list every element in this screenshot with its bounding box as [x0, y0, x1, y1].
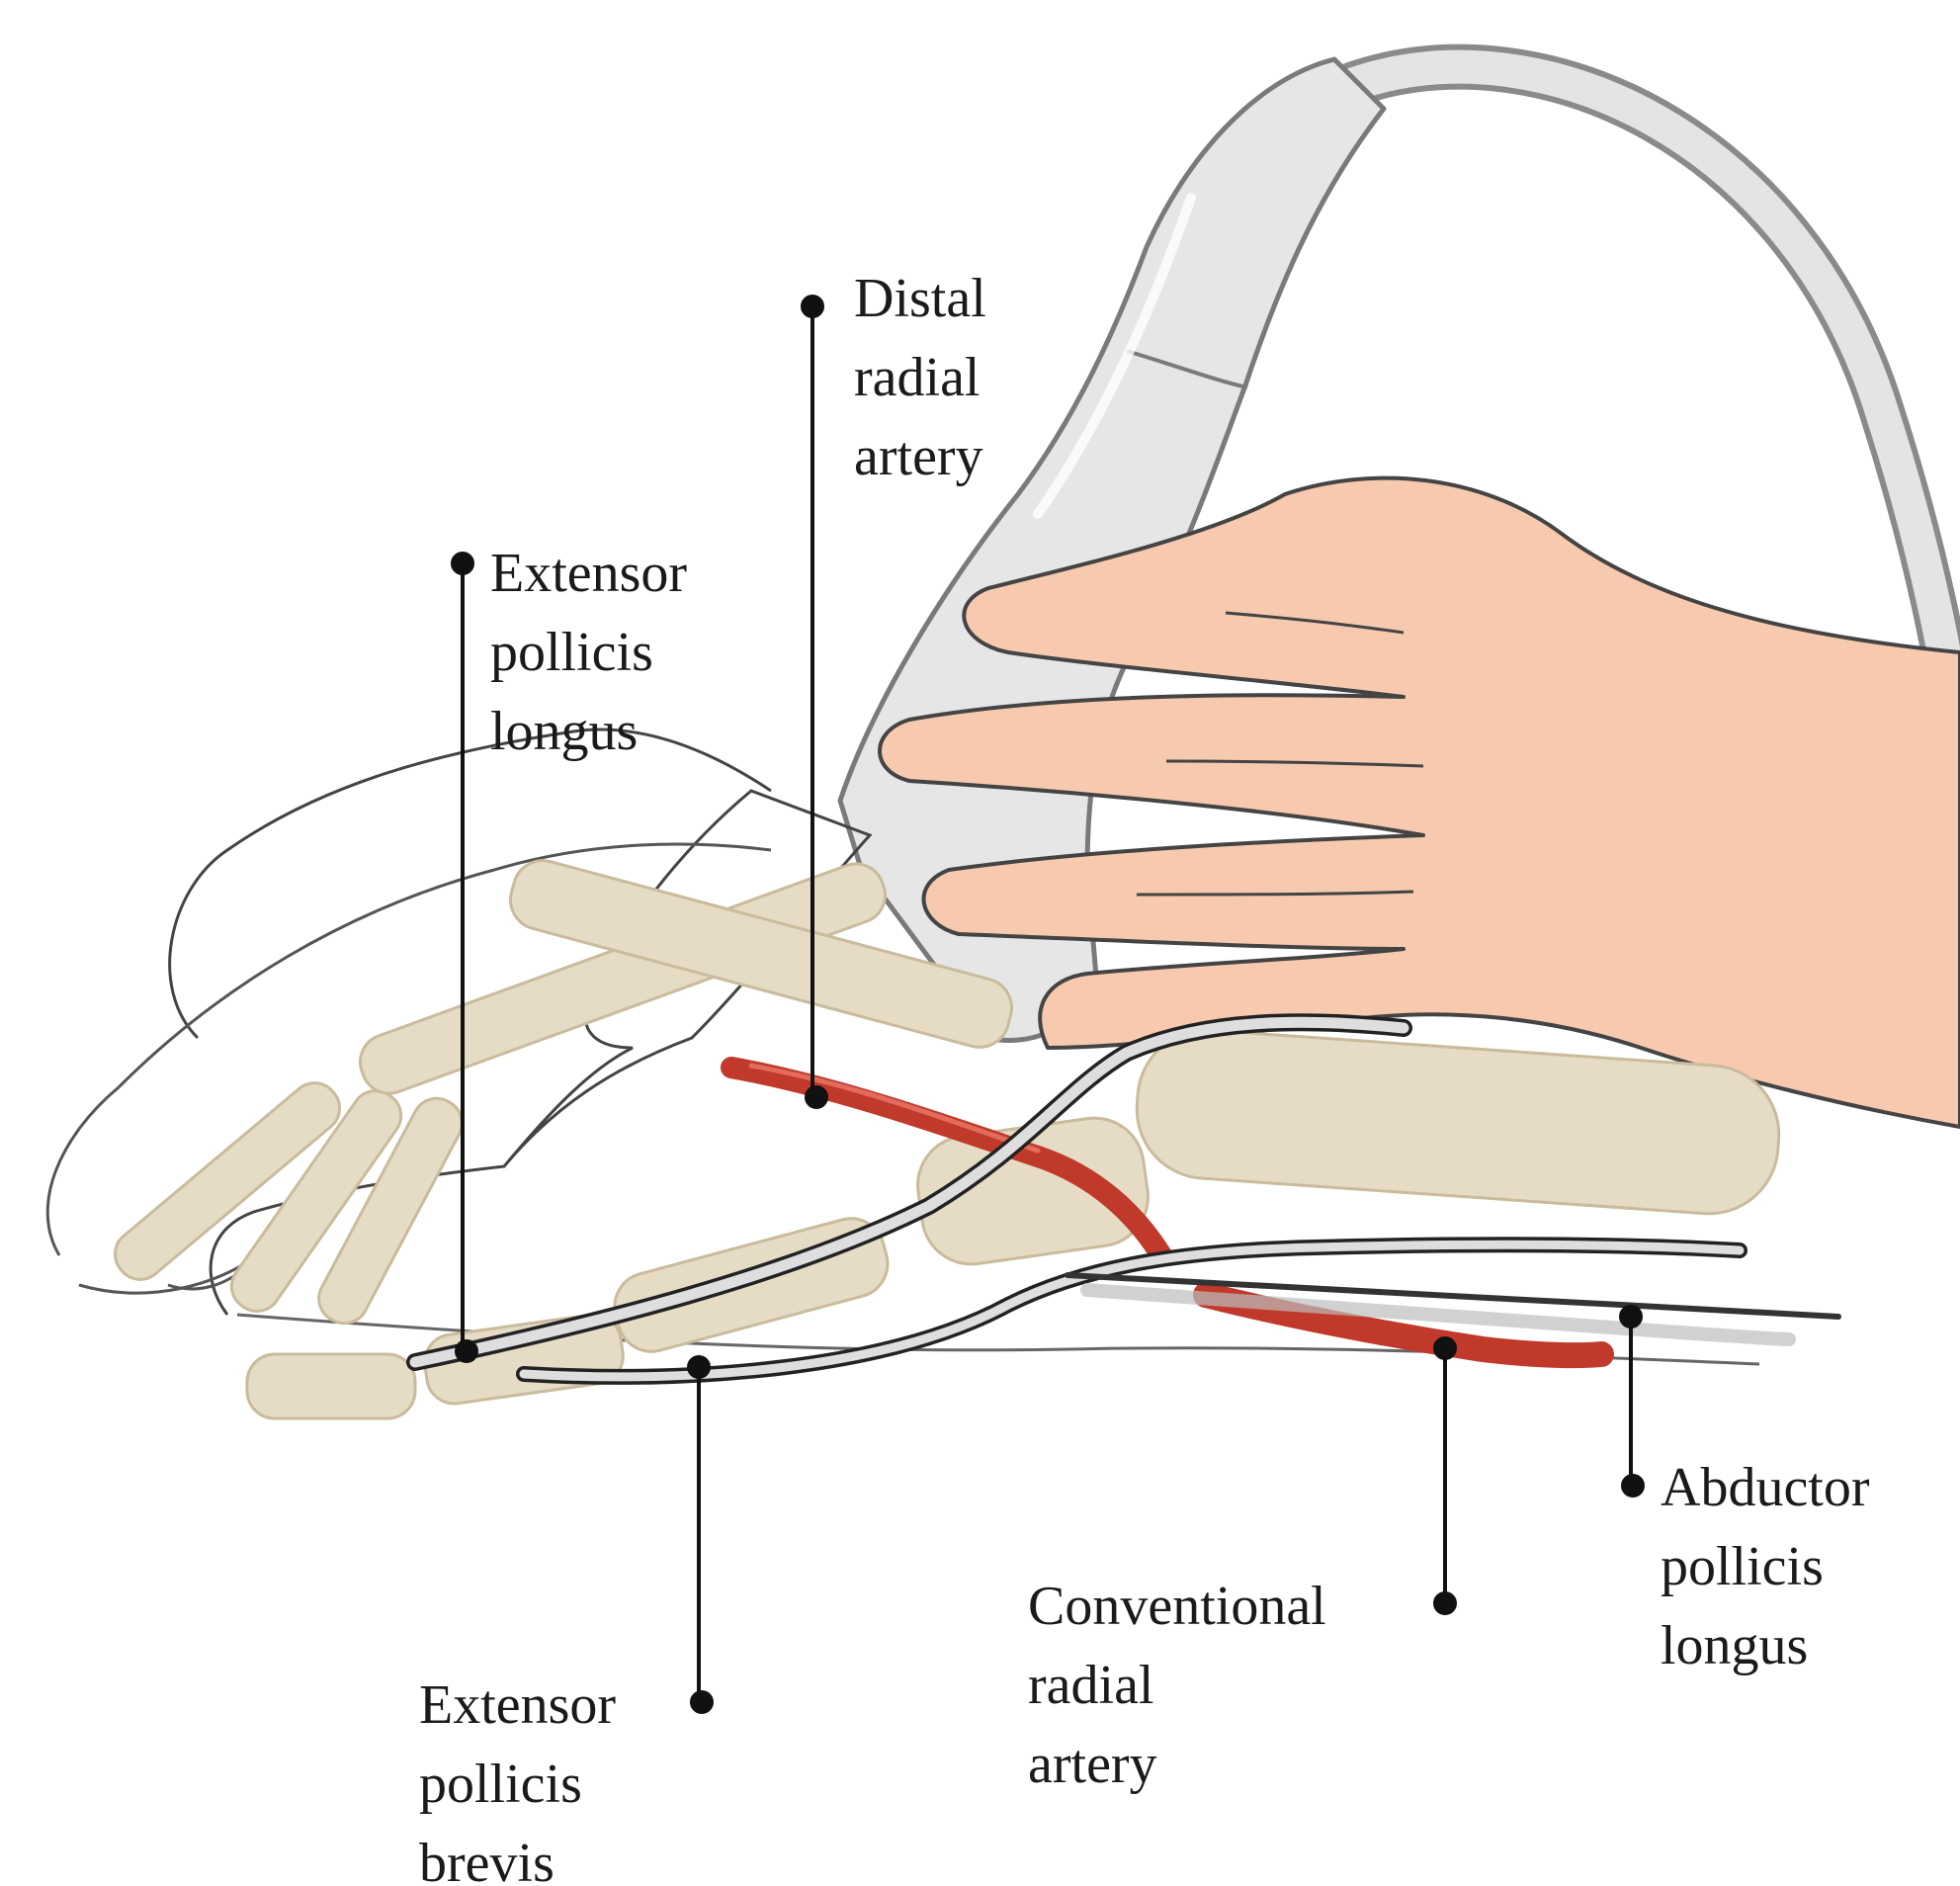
distal-radial-artery-highlight — [748, 1063, 1041, 1154]
leader-lines — [451, 295, 1645, 1714]
label-conventional-radial-artery-line-1: Conventional — [1028, 1576, 1326, 1637]
label-abductor-pollicis-longus-line-3: longus — [1661, 1615, 1809, 1676]
leader-dot-extensor-pollicis-brevis-top — [687, 1355, 711, 1379]
leader-dot-extensor-pollicis-longus-bottom — [455, 1339, 478, 1363]
bone-finger-1 — [113, 1081, 342, 1281]
probe-cable-core — [1337, 49, 1960, 748]
label-extensor-pollicis-brevis-line-2: pollicis — [419, 1754, 582, 1815]
leader-dot-abductor-pollicis-longus-bottom — [1621, 1474, 1645, 1498]
bone-radius — [1135, 1028, 1781, 1216]
label-extensor-pollicis-longus: Extensor pollicis longus — [490, 534, 687, 771]
abductor-pollicis-longus-tendon-shadow — [1080, 1283, 1796, 1346]
label-extensor-pollicis-longus-line-1: Extensor — [490, 543, 688, 604]
label-abductor-pollicis-longus-line-2: pollicis — [1661, 1536, 1824, 1597]
leader-dot-extensor-pollicis-longus-top — [451, 552, 474, 575]
label-conventional-radial-artery-line-3: artery — [1028, 1734, 1157, 1795]
label-extensor-pollicis-longus-line-3: longus — [490, 701, 639, 762]
probe-highlight — [1033, 193, 1196, 519]
label-distal-radial-artery-line-2: radial — [854, 347, 980, 408]
leader-dot-conventional-radial-artery-bottom — [1433, 1591, 1457, 1615]
label-distal-radial-artery-line-3: artery — [854, 426, 983, 487]
extensor-pollicis-brevis-tendon-core — [519, 1240, 1745, 1382]
leader-dot-distal-radial-artery-top — [801, 295, 824, 318]
finger-crease-2 — [1165, 759, 1424, 768]
extensor-pollicis-longus-tendon-core — [409, 1016, 1409, 1368]
label-abductor-pollicis-longus: Abductor pollicis longus — [1661, 1448, 1870, 1685]
patient-bones — [113, 859, 1781, 1420]
bone-second-metacarpal — [509, 859, 1013, 1049]
label-distal-radial-artery: Distal radial artery — [854, 259, 986, 496]
ultrasound-probe — [837, 56, 1387, 1044]
leader-dot-abductor-pollicis-longus-top — [1619, 1305, 1643, 1329]
finger-crease-1 — [1225, 611, 1405, 635]
leader-dot-extensor-pollicis-brevis-bottom — [690, 1690, 714, 1714]
label-abductor-pollicis-longus-line-1: Abductor — [1661, 1457, 1870, 1518]
label-conventional-radial-artery-line-2: radial — [1028, 1655, 1154, 1716]
label-extensor-pollicis-brevis-line-1: Extensor — [419, 1674, 617, 1736]
finger-crease-3 — [1136, 890, 1414, 897]
leader-dot-conventional-radial-artery-top — [1433, 1336, 1457, 1360]
leader-dot-distal-radial-artery-bottom — [805, 1085, 828, 1109]
bone-finger-2 — [229, 1089, 403, 1313]
label-extensor-pollicis-brevis-line-3: brevis — [419, 1833, 554, 1886]
bone-finger-3 — [317, 1096, 464, 1326]
probe-seam-upper — [1126, 349, 1248, 389]
label-distal-radial-artery-line-1: Distal — [854, 268, 986, 329]
label-extensor-pollicis-brevis: Extensor pollicis brevis — [419, 1666, 616, 1886]
bone-thumb-distal-phalanx — [245, 1352, 417, 1420]
label-extensor-pollicis-longus-line-2: pollicis — [490, 622, 653, 683]
label-conventional-radial-artery: Conventional radial artery — [1028, 1567, 1326, 1804]
abductor-pollicis-longus-tendon — [1065, 1272, 1841, 1320]
